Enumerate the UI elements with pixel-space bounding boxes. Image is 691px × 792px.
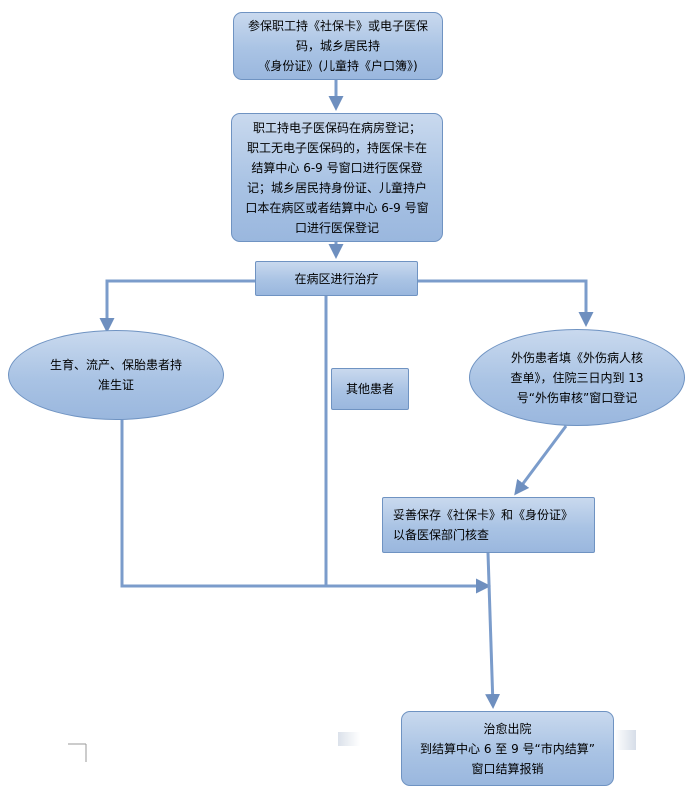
page-edge-shadow-right xyxy=(614,730,636,750)
keep-cards-node: 妥善保存《社保卡》和《身份证》 以备医保部门核查 xyxy=(382,497,595,553)
arrow-keep-cards-to-discharge xyxy=(485,552,501,709)
maternity-node: 生育、流产、保胎患者持 准生证 xyxy=(8,330,224,420)
treatment-node: 在病区进行治疗 xyxy=(255,261,418,296)
page-edge-shadow-left xyxy=(338,732,360,746)
arrow-treatment-to-injury xyxy=(418,279,594,327)
discharge-node: 治愈出院 到结算中心 6 至 9 号“市内结算” 窗口结算报销 xyxy=(401,711,614,786)
corner-crop-mark xyxy=(68,743,87,762)
start-node: 参保职工持《社保卡》或电子医保码，城乡居民持 《身份证》(儿童持《户口簿》) xyxy=(233,12,443,80)
other-patients-node: 其他患者 xyxy=(331,368,409,410)
arrow-treatment-to-maternity xyxy=(99,279,255,333)
line-maternity-to-merge xyxy=(120,420,491,594)
register-node: 职工持电子医保码在病房登记； 职工无电子医保码的，持医保卡在 结算中心 6-9 … xyxy=(231,113,443,242)
arrow-injury-to-keep-cards xyxy=(514,425,568,496)
injury-node: 外伤患者填《外伤病人核 查单》，住院三日内到 13 号“外伤审核”窗口登记 xyxy=(469,329,685,426)
